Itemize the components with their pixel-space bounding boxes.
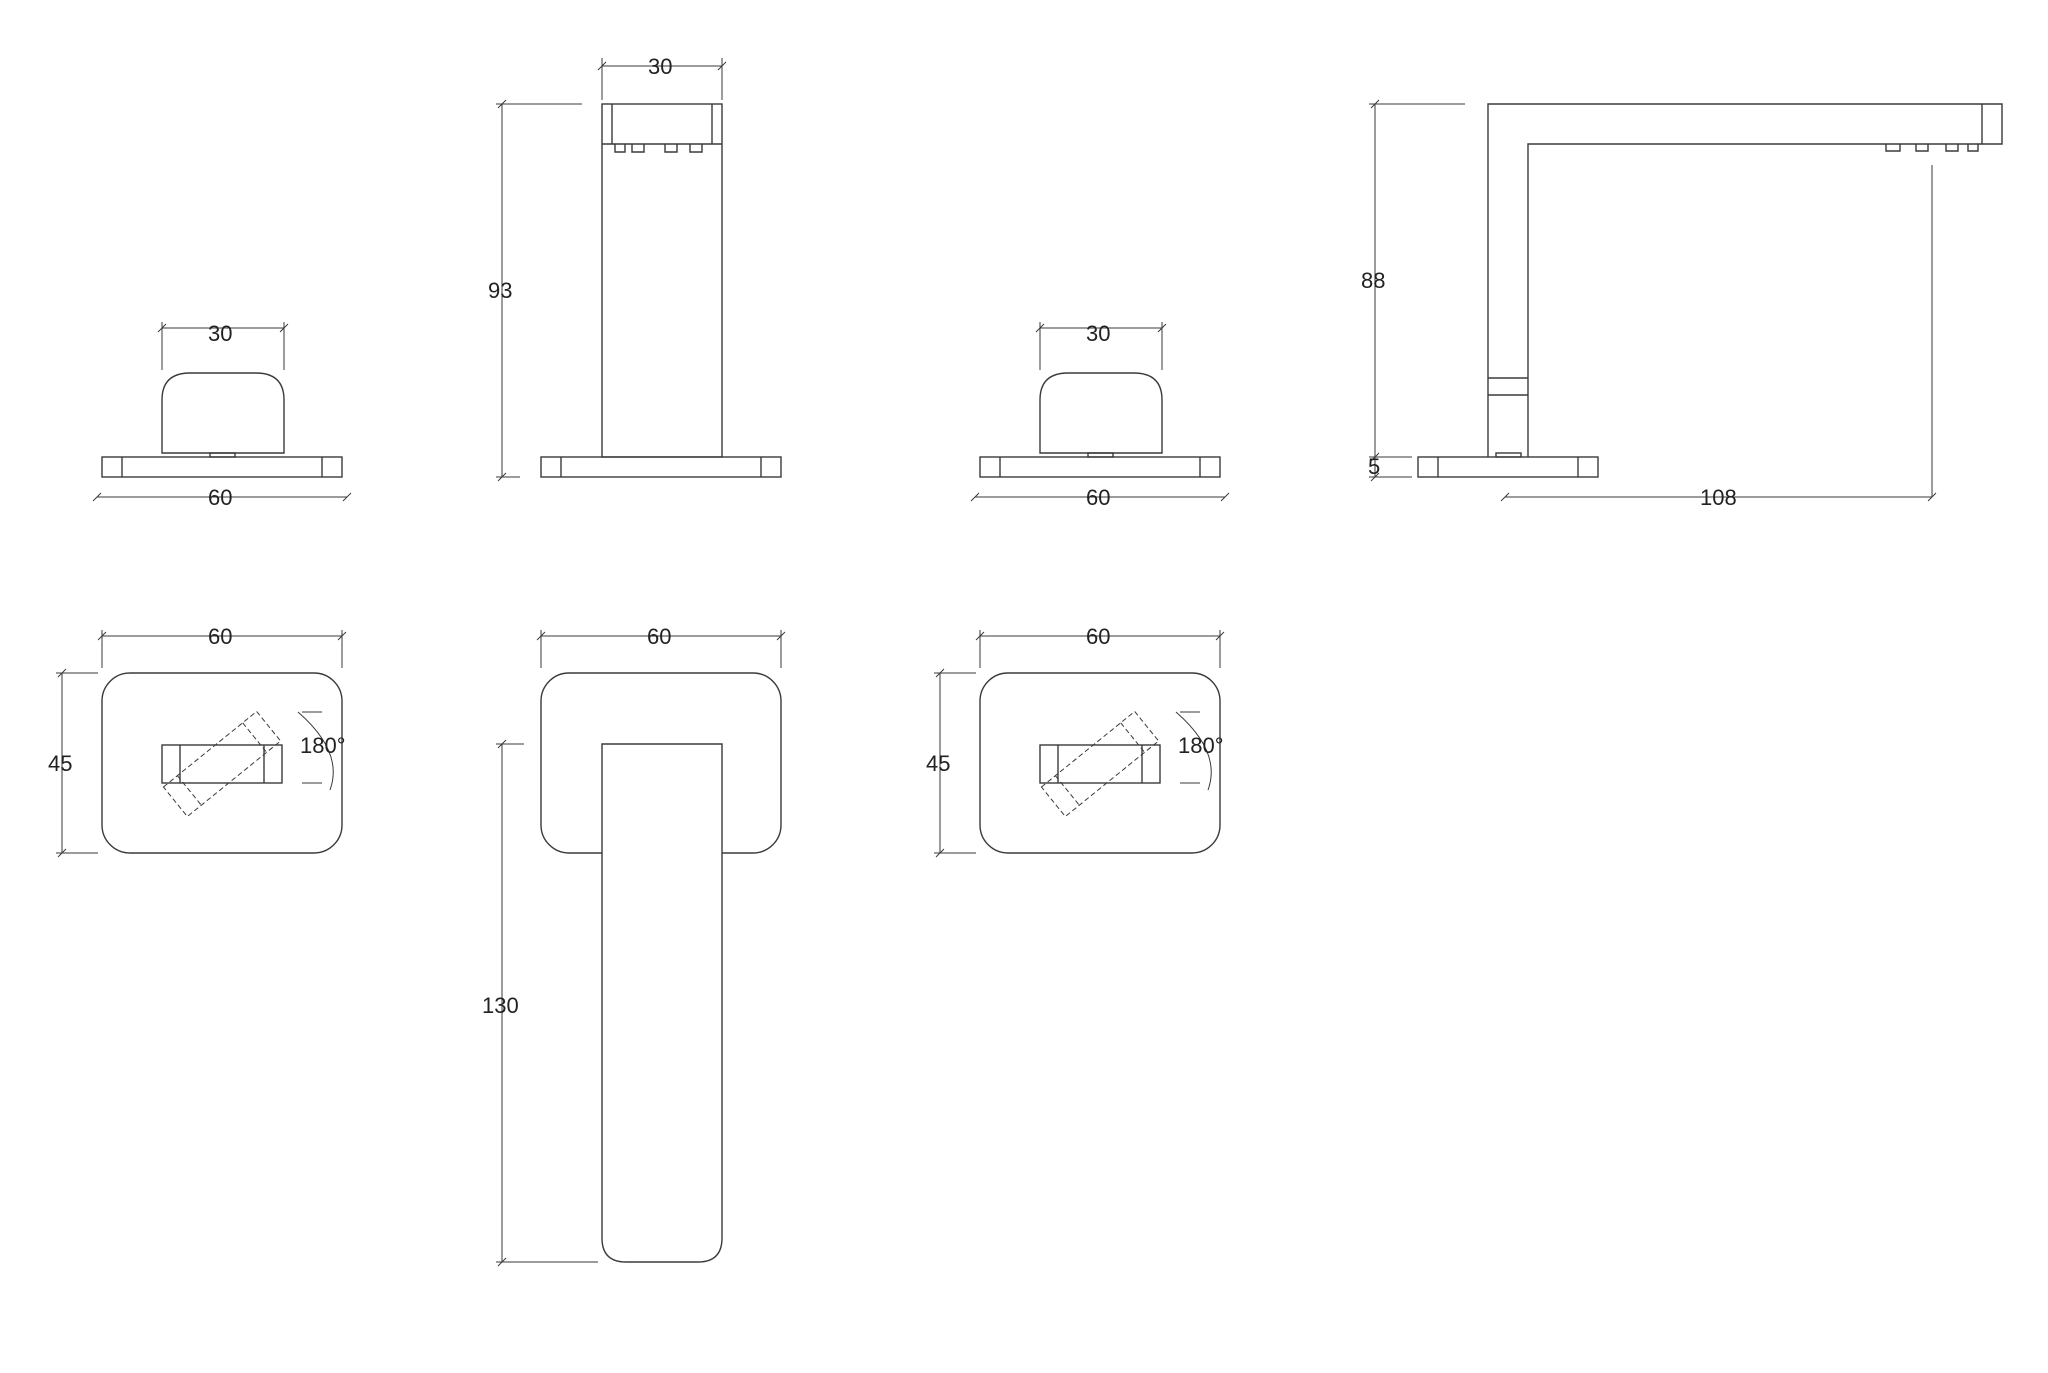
- dimension-label: 88: [1361, 268, 1385, 293]
- dimension-label: 30: [1086, 321, 1110, 346]
- dimension-label: 60: [1086, 624, 1110, 649]
- dimension-label: 60: [1086, 485, 1110, 510]
- spout-front-view: [496, 58, 782, 482]
- rotation-label: 180°: [300, 733, 346, 758]
- dimension-label: 30: [208, 321, 232, 346]
- dimension-label: 93: [488, 278, 512, 303]
- right-handle-top-view: [934, 630, 1225, 858]
- dimension-label: 45: [926, 751, 950, 776]
- dimension-label: 60: [208, 624, 232, 649]
- dimension-label: 60: [208, 485, 232, 510]
- dimension-label: 45: [48, 751, 72, 776]
- spout-top-view: [496, 630, 786, 1267]
- dimension-label: 5: [1368, 454, 1380, 479]
- dimension-label: 60: [647, 624, 671, 649]
- dimension-label: 108: [1700, 485, 1737, 510]
- dimension-label: 130: [482, 993, 519, 1018]
- left-handle-front-view: [92, 322, 352, 502]
- right-handle-front-view: [970, 322, 1230, 502]
- left-handle-top-view: [56, 630, 347, 858]
- dimension-label: 30: [648, 54, 672, 79]
- rotation-label: 180°: [1178, 733, 1224, 758]
- spout-side-view: [1369, 99, 2003, 502]
